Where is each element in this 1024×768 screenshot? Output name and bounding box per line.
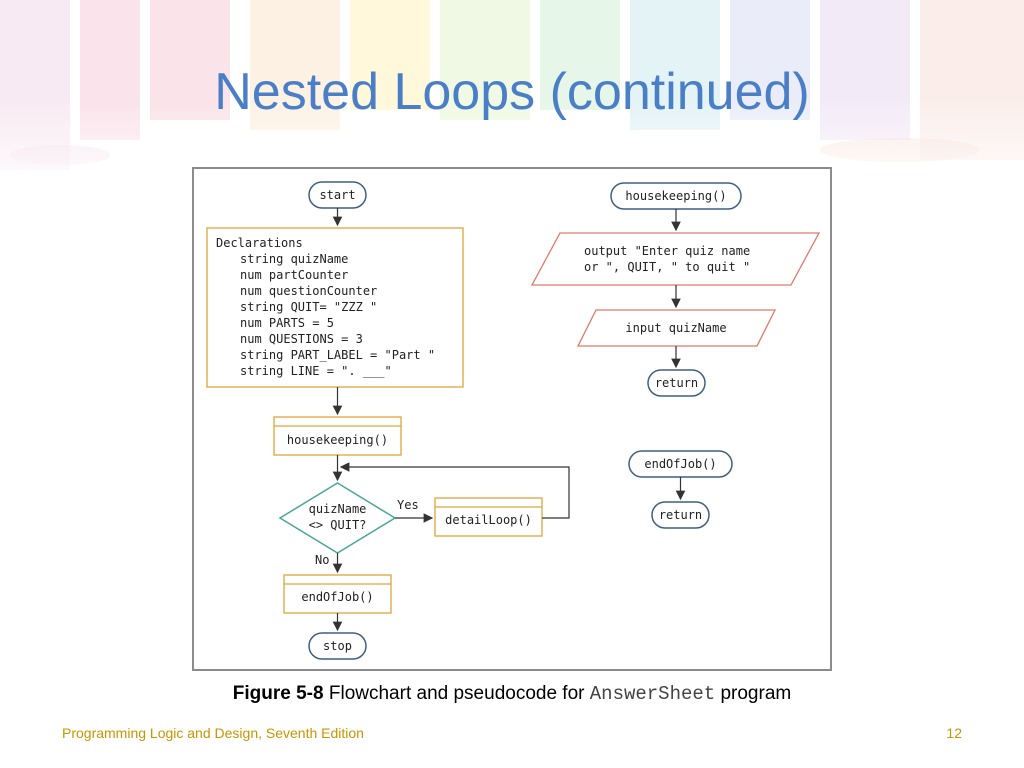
declarations-line-5: num PARTS = 5 xyxy=(240,316,334,330)
start-label: start xyxy=(319,188,355,202)
housekeeping-return-terminal: return xyxy=(647,369,706,397)
flowchart-svg: start Declarations string quizName num p… xyxy=(206,181,821,660)
housekeeping-module-terminal: housekeeping() xyxy=(610,182,742,210)
declarations-box: Declarations string quizName num partCou… xyxy=(206,227,464,388)
footer-book-title: Programming Logic and Design, Seventh Ed… xyxy=(62,725,364,741)
output-line-2: or ", QUIT, " to quit " xyxy=(584,260,750,274)
caption-text-before: Flowchart and pseudocode for xyxy=(328,683,585,704)
stop-label: stop xyxy=(323,639,352,653)
declarations-line-4: string QUIT= "ZZZ " xyxy=(240,300,377,314)
housekeeping-module-label: housekeeping() xyxy=(625,189,726,203)
detailloop-call-label: detailLoop() xyxy=(445,513,532,527)
page-number: 12 xyxy=(946,725,962,741)
caption-text-after: program xyxy=(720,683,792,704)
declarations-line-8: string LINE = ". ___" xyxy=(240,364,392,378)
input-parallelogram: input quizName xyxy=(576,309,777,347)
endofjob-module-label: endOfJob() xyxy=(644,457,716,471)
declarations-line-3: num questionCounter xyxy=(240,284,377,298)
figure-caption: Figure 5-8 Flowchart and pseudocode for … xyxy=(0,683,1024,705)
start-terminal: start xyxy=(308,181,367,209)
figure-number: Figure 5-8 xyxy=(232,683,324,704)
decision-diamond: quizName <> QUIT? xyxy=(278,482,397,554)
detailloop-call-box: detailLoop() xyxy=(434,497,543,537)
declarations-line-0: Declarations xyxy=(216,236,303,250)
endofjob-return-terminal: return xyxy=(651,501,710,529)
declarations-line-7: string PART_LABEL = "Part " xyxy=(240,348,435,362)
output-parallelogram: output "Enter quiz name or ", QUIT, " to… xyxy=(530,232,821,286)
caption-program-name: AnswerSheet xyxy=(589,683,716,705)
input-label: input quizName xyxy=(625,321,726,335)
endofjob-return-label: return xyxy=(659,508,702,522)
housekeeping-return-label: return xyxy=(655,376,698,390)
endofjob-call-label: endOfJob() xyxy=(301,590,373,604)
endofjob-module-terminal: endOfJob() xyxy=(628,450,733,478)
decision-line-1: quizName xyxy=(309,502,367,516)
housekeeping-call-label: housekeeping() xyxy=(287,433,388,447)
declarations-line-1: string quizName xyxy=(240,252,348,266)
declarations-line-6: num QUESTIONS = 3 xyxy=(240,332,363,346)
yes-label: Yes xyxy=(397,498,419,512)
decision-line-2: <> QUIT? xyxy=(309,518,367,532)
output-line-1: output "Enter quiz name xyxy=(584,244,750,258)
stop-terminal: stop xyxy=(308,632,367,660)
housekeeping-call-box: housekeeping() xyxy=(273,416,402,456)
declarations-line-2: num partCounter xyxy=(240,268,348,282)
endofjob-call-box: endOfJob() xyxy=(283,574,392,614)
slide-title: Nested Loops (continued) xyxy=(214,63,810,121)
flowchart-figure: start Declarations string quizName num p… xyxy=(192,167,832,671)
no-label: No xyxy=(315,553,329,567)
